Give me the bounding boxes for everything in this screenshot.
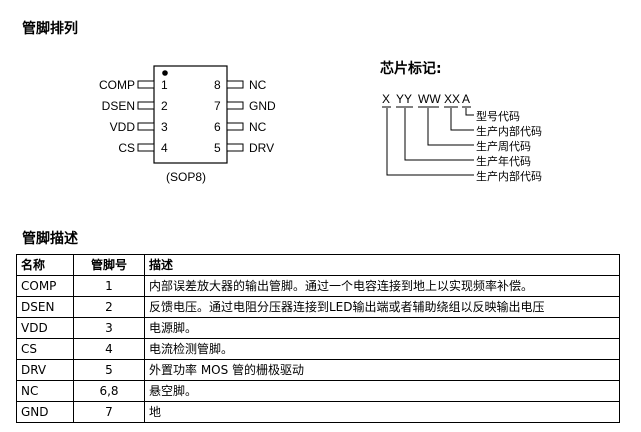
table-row: GND 7 地 (16, 401, 620, 423)
cell-pin: 2 (73, 296, 145, 318)
pin-num-4: 4 (161, 141, 168, 155)
marking-leader-lines (382, 106, 474, 176)
pin-label-3: VDD (109, 120, 135, 134)
marking-legend-5: 生产内部代码 (476, 170, 542, 183)
pin-num-2: 2 (161, 99, 168, 113)
cell-name: DRV (16, 359, 74, 381)
pin-label-1: COMP (99, 78, 135, 92)
cell-name: COMP (16, 275, 74, 297)
package-label: (SOP8) (166, 170, 207, 184)
cell-pin: 4 (73, 338, 145, 360)
header-name: 名称 (16, 254, 74, 276)
pin1-dot-icon (162, 70, 168, 76)
cell-name: NC (16, 380, 74, 402)
chip-outline (137, 65, 244, 164)
cell-name: VDD (16, 317, 74, 339)
mark-code-a: A (462, 92, 471, 106)
cell-pin: 7 (73, 401, 145, 423)
marking-legend-4: 生产年代码 (476, 155, 531, 168)
table-row: COMP 1 内部误差放大器的输出管脚。通过一个电容连接到地上以实现频率补偿。 (16, 275, 620, 297)
pin-label-8: NC (249, 78, 267, 92)
desc-section-title: 管脚描述 (22, 231, 78, 247)
table-row: DSEN 2 反馈电压。通过电阻分压器连接到LED输出端或者辅助绕组以反映输出电… (16, 296, 620, 318)
pin-label-6: NC (249, 120, 267, 134)
marking-legend-3: 生产周代码 (476, 140, 531, 153)
cell-pin: 6,8 (73, 380, 145, 402)
mark-code-x: X (382, 92, 391, 106)
table-header-row: 名称 管脚号 描述 (16, 254, 620, 276)
pin-num-1: 1 (161, 78, 168, 92)
marking-diagram: X YY WW XX A 型号代码 生产内部代码 生产周代码 生产年代码 生产内… (0, 0, 641, 200)
cell-desc: 地 (144, 401, 620, 423)
cell-desc: 反馈电压。通过电阻分压器连接到LED输出端或者辅助绕组以反映输出电压 (144, 296, 620, 318)
marking-title: 芯片标记: (380, 61, 442, 77)
table-row: CS 4 电流检测管脚。 (16, 338, 620, 360)
pin-label-7: GND (249, 99, 276, 113)
cell-name: DSEN (16, 296, 74, 318)
cell-desc: 悬空脚。 (144, 380, 620, 402)
cell-pin: 1 (73, 275, 145, 297)
pin-section-title: 管脚排列 (22, 21, 78, 37)
pin-num-6: 6 (214, 120, 221, 134)
pin-label-5: DRV (249, 141, 275, 155)
pin-description-table: 名称 管脚号 描述 COMP 1 内部误差放大器的输出管脚。通过一个电容连接到地… (16, 254, 620, 423)
mark-code-ww: WW (418, 92, 441, 106)
pin-num-5: 5 (214, 141, 221, 155)
mark-code-yy: YY (396, 92, 413, 106)
header-pin: 管脚号 (73, 254, 145, 276)
pin-num-3: 3 (161, 120, 168, 134)
marking-legend-1: 型号代码 (476, 110, 520, 123)
cell-name: CS (16, 338, 74, 360)
cell-pin: 5 (73, 359, 145, 381)
table-row: VDD 3 电源脚。 (16, 317, 620, 339)
cell-pin: 3 (73, 317, 145, 339)
pin-label-2: DSEN (101, 99, 135, 113)
pinout-diagram: COMP DSEN VDD CS 1 2 3 4 8 7 6 5 NC GND … (0, 0, 641, 200)
pin-label-4: CS (118, 141, 135, 155)
cell-desc: 内部误差放大器的输出管脚。通过一个电容连接到地上以实现频率补偿。 (144, 275, 620, 297)
table-row: DRV 5 外置功率 MOS 管的栅极驱动 (16, 359, 620, 381)
table-row: NC 6,8 悬空脚。 (16, 380, 620, 402)
marking-legend-2: 生产内部代码 (476, 125, 542, 138)
mark-code-xx: XX (444, 92, 461, 106)
header-desc: 描述 (144, 254, 620, 276)
cell-name: GND (16, 401, 74, 423)
cell-desc: 外置功率 MOS 管的栅极驱动 (144, 359, 620, 381)
pin-num-7: 7 (214, 99, 221, 113)
pin-num-8: 8 (214, 78, 221, 92)
cell-desc: 电流检测管脚。 (144, 338, 620, 360)
cell-desc: 电源脚。 (144, 317, 620, 339)
